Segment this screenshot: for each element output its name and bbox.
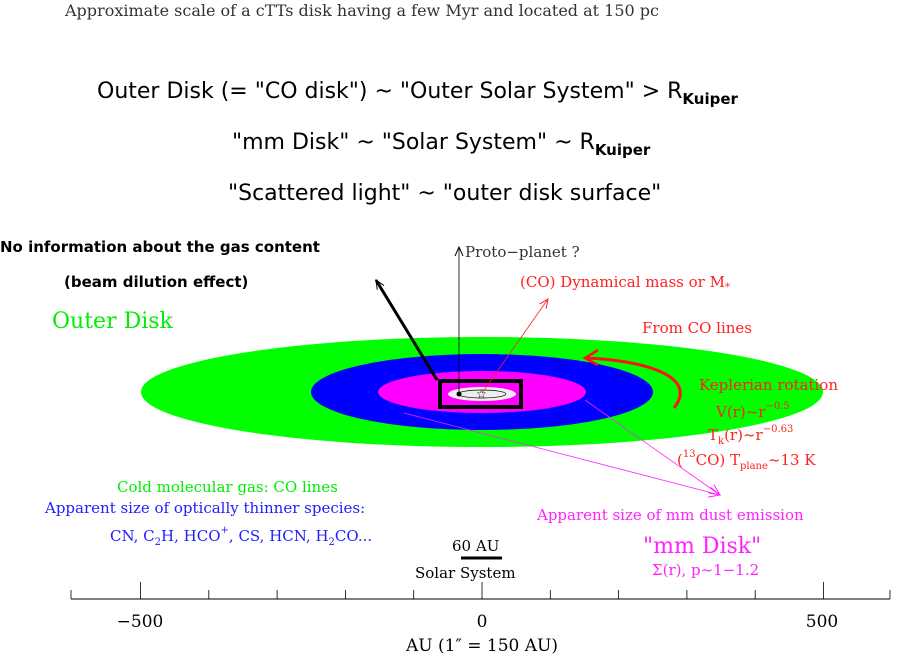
rotation-arrowhead-icon	[582, 348, 599, 367]
rotation-arrow	[584, 356, 682, 409]
mm-size-line-right	[584, 399, 720, 495]
temperature-law: Tk(r)~r−0.63	[708, 424, 793, 447]
headline-3: "Scattered light" ~ "outer disk surface"	[228, 181, 661, 206]
no-info-label: No information about the gas content	[0, 238, 320, 256]
solar-system-label: Solar System	[415, 564, 516, 582]
beam-dilution-label: (beam dilution effect)	[64, 273, 248, 291]
dyn-mass-label: (CO) Dynamical mass or M*	[520, 273, 730, 293]
axis-label: AU (1″ = 150 AU)	[405, 636, 558, 656]
beam-arrow	[374, 280, 439, 381]
dyn-mass-arrow	[481, 299, 548, 394]
inner-disk-ellipse	[448, 387, 516, 401]
tick-label: −500	[117, 612, 164, 632]
headline-2: "mm Disk" ~ "Solar System" ~ RKuiper	[232, 130, 651, 159]
tick-label: 500	[806, 612, 838, 632]
x-axis	[70, 582, 891, 600]
keplerian-label: Keplerian rotation	[699, 376, 838, 394]
thinner-species-label: Apparent size of optically thinner speci…	[44, 499, 365, 517]
mm-dust-label: Apparent size of mm dust emission	[536, 506, 804, 524]
tick-label: 0	[477, 612, 488, 632]
star-icon: ☆	[476, 387, 487, 401]
diagram-title: Approximate scale of a cTTs disk having …	[64, 1, 659, 20]
cold-gas-label: Cold molecular gas: CO lines	[117, 478, 338, 496]
proto-planet-label: Proto−planet ?	[465, 243, 580, 261]
mm-disk-label: "mm Disk"	[643, 534, 761, 559]
sigma-label: Σ(r), p~1−1.2	[652, 561, 759, 579]
mm-size-line-left	[403, 412, 720, 495]
scale-bar-label: 60 AU	[452, 537, 499, 555]
beam-box	[438, 379, 523, 409]
velocity-law: V(r)~r−0.5	[715, 401, 790, 421]
species-list: CN, C2H, HCO+, CS, HCN, H2CO...	[110, 525, 372, 548]
plane-temperature: (13CO) Tplane~13 K	[677, 449, 816, 472]
headline-1: Outer Disk (= "CO disk") ~ "Outer Solar …	[97, 79, 738, 108]
from-co-label: From CO lines	[642, 319, 752, 337]
outer-disk-label: Outer Disk	[52, 309, 174, 334]
